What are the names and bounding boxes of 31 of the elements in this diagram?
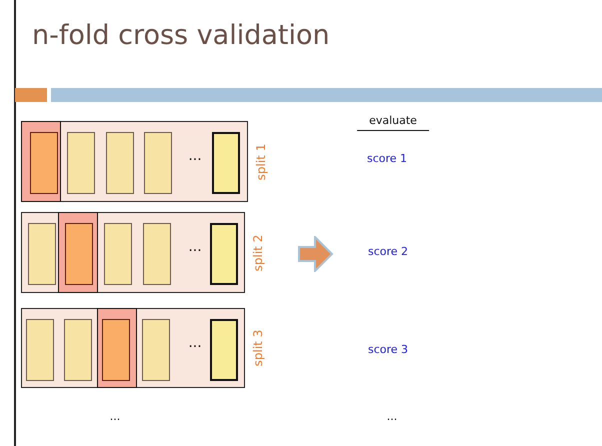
- split-panel: [21, 121, 248, 202]
- test-fold-box: [65, 223, 93, 285]
- fold-box: [104, 223, 132, 285]
- test-fold-box: [102, 319, 130, 381]
- column-header: evaluate: [357, 114, 429, 131]
- fold-box: [64, 319, 92, 381]
- fold-box: [143, 223, 171, 285]
- split-label: split 3: [251, 330, 265, 366]
- fold-box: [26, 319, 54, 381]
- fold-box: [67, 132, 95, 194]
- fold-box: [142, 319, 170, 381]
- test-fold-box: [30, 132, 58, 194]
- score-text: score 1: [366, 152, 408, 165]
- ellipsis: ...: [187, 335, 203, 351]
- ellipsis: ...: [110, 410, 120, 423]
- score-text: score 3: [368, 343, 408, 356]
- split-label: split 2: [251, 234, 265, 271]
- fold-box: [210, 223, 238, 285]
- ellipsis: ...: [187, 148, 203, 164]
- ellipsis: ...: [386, 410, 398, 423]
- fold-box: [106, 132, 134, 194]
- split-panel: [21, 308, 245, 388]
- score-text: score 2: [368, 245, 408, 258]
- fold-box: [28, 223, 56, 285]
- ellipsis: ...: [187, 239, 203, 255]
- fold-box: [144, 132, 172, 194]
- slide-title: n-fold cross validation: [32, 20, 330, 51]
- split-panel: [21, 212, 245, 293]
- fold-box: [210, 319, 238, 381]
- split-label: split 1: [254, 143, 268, 180]
- fold-box: [212, 132, 240, 194]
